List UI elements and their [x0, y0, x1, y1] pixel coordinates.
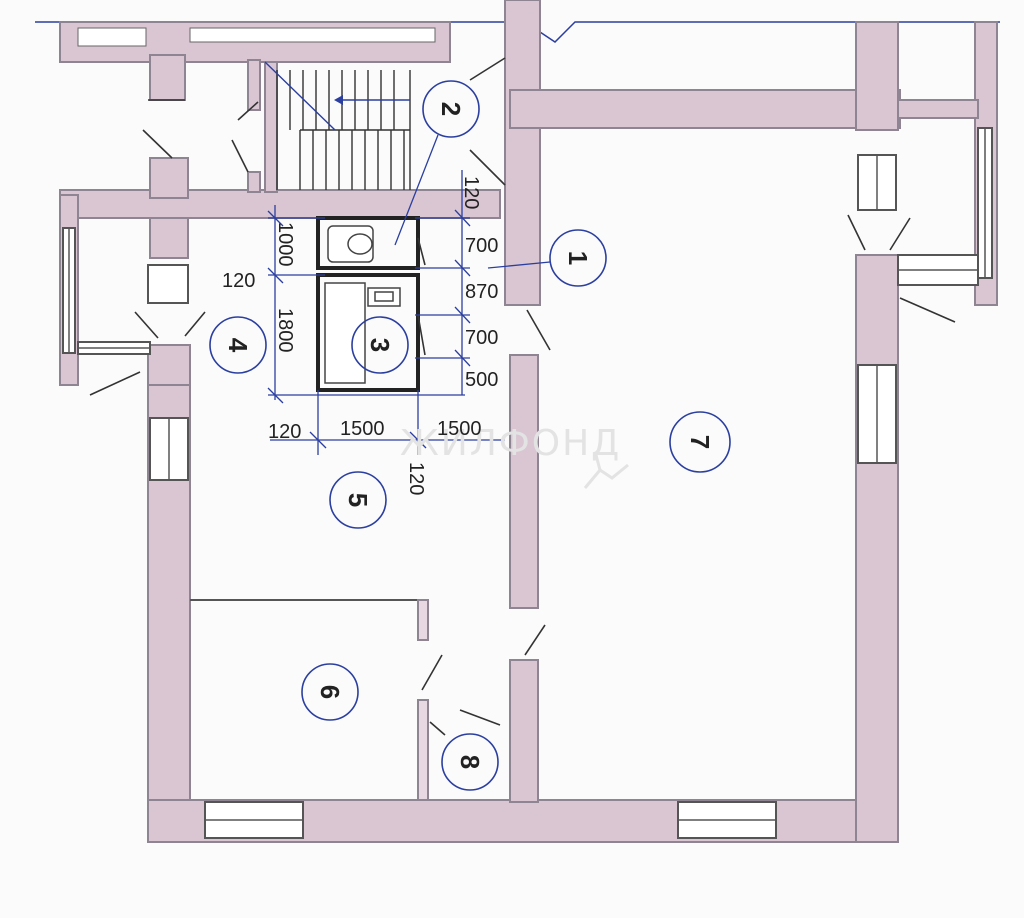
svg-text:4: 4: [223, 338, 253, 353]
dim-bottom-rotated: 120: [405, 462, 427, 495]
svg-text:5: 5: [343, 493, 373, 507]
svg-text:6: 6: [315, 685, 345, 699]
watermark: ЖИЛФОНД: [400, 423, 621, 464]
dim-v-right-1: 120: [460, 176, 482, 209]
doors: [89, 57, 956, 736]
dim-v-left-2: 1800: [274, 308, 296, 353]
dimension-labels: 120 700 870 700 500 1000 1800 120 120 15…: [222, 176, 498, 495]
windows: [62, 127, 993, 839]
dim-v-right-4: 700: [465, 327, 498, 349]
dim-v-right-2: 700: [465, 235, 498, 257]
room-marker-2: 2: [422, 80, 480, 138]
svg-text:1: 1: [563, 251, 593, 265]
svg-text:3: 3: [365, 338, 395, 352]
svg-text:8: 8: [455, 755, 485, 769]
room-marker-1: 1: [549, 229, 607, 287]
room-markers: 1 2 3 4 5 6 7 8: [209, 80, 731, 791]
svg-text:7: 7: [685, 435, 715, 449]
interior-walls: [190, 354, 539, 803]
room-marker-8: 8: [441, 733, 499, 791]
dim-left-small: 120: [222, 270, 255, 292]
stairwell: [264, 61, 411, 193]
dim-v-right-3: 870: [465, 281, 498, 303]
dim-bottom-3: 1500: [437, 418, 482, 440]
room-marker-7: 7: [669, 411, 731, 473]
room-marker-6: 6: [301, 663, 359, 721]
dim-v-left-1: 1000: [274, 222, 296, 267]
dim-bottom-1: 120: [268, 421, 301, 443]
leader-lines: [394, 134, 551, 269]
wc-bath-block: [316, 216, 420, 392]
room-marker-4: 4: [209, 316, 267, 374]
watermark-logo: [583, 454, 629, 489]
bathtub-fixture: [324, 282, 366, 384]
dim-v-right-5: 500: [465, 369, 498, 391]
dimension-lines: [267, 170, 505, 455]
room-marker-5: 5: [329, 471, 387, 529]
svg-text:2: 2: [436, 102, 466, 116]
room-marker-3: 3: [351, 316, 409, 374]
dim-bottom-2: 1500: [340, 418, 385, 440]
